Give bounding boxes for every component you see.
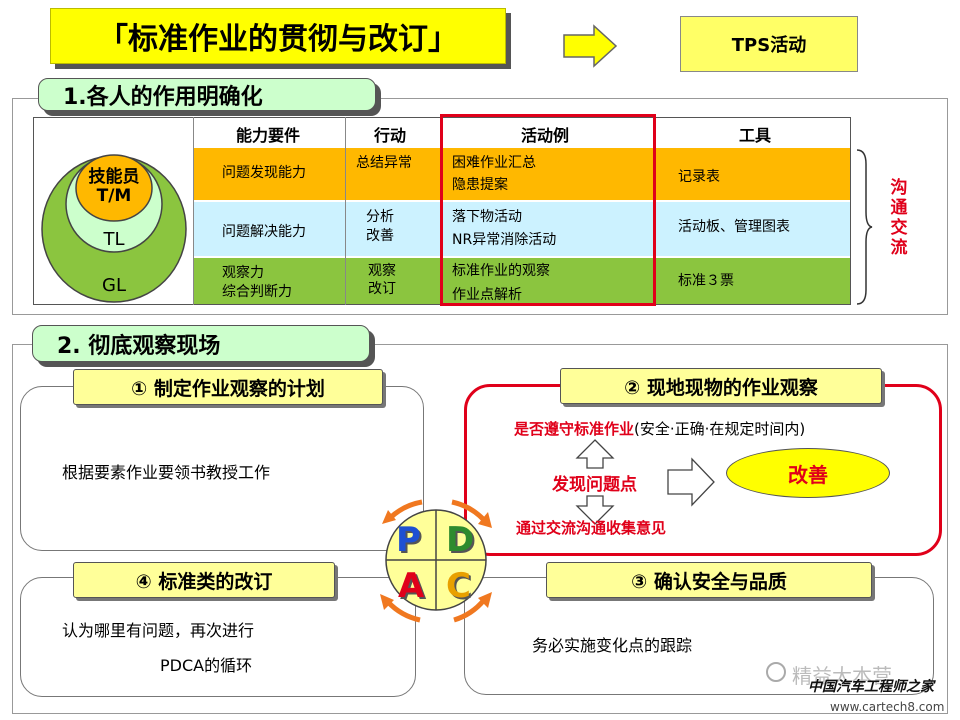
row2-action-2: 改善 bbox=[366, 228, 394, 244]
revise-body-2: PDCA的循环 bbox=[160, 656, 253, 675]
right-arrow-icon bbox=[667, 457, 715, 507]
section1-frame bbox=[12, 98, 948, 315]
tm-label-cn: 技能员 bbox=[88, 167, 140, 187]
collect-opinion-label: 通过交流沟通收集意见 bbox=[516, 519, 667, 537]
table-row bbox=[193, 202, 850, 256]
row1-action: 总结异常 bbox=[356, 155, 412, 171]
tm-label-en: T/M bbox=[96, 186, 132, 206]
communication-char: 交 bbox=[890, 218, 908, 238]
plan-body: 根据要素作业要领书教授工作 bbox=[62, 463, 271, 482]
table-row bbox=[193, 148, 850, 200]
col-header-tool: 工具 bbox=[738, 126, 771, 145]
communication-char: 沟 bbox=[890, 178, 908, 198]
gl-label: GL bbox=[102, 275, 126, 296]
row3-ability-1: 观察力 bbox=[222, 265, 264, 281]
pdca-p: P bbox=[396, 520, 421, 560]
observation-line1: 是否遵守标准作业(安全·正确·在规定时间内) bbox=[514, 418, 805, 439]
row2-tool: 活动板、管理图表 bbox=[678, 219, 790, 235]
section2-frame bbox=[12, 344, 948, 714]
watermark-site: 中国汽车工程师之家 bbox=[808, 679, 934, 695]
revise-body-1: 认为哪里有问题，再次进行 bbox=[62, 621, 255, 640]
compliance-criteria: (安全·正确·在规定时间内) bbox=[634, 420, 806, 438]
improve-ellipse: 改善 bbox=[726, 448, 890, 498]
communication-char: 流 bbox=[890, 238, 908, 258]
section2-header: 2. 彻底观察现场 bbox=[32, 325, 370, 362]
tps-activity-box: TPS活动 bbox=[680, 16, 858, 72]
wechat-icon bbox=[766, 662, 786, 682]
brace-icon bbox=[856, 149, 873, 305]
col-header-example: 活动例 bbox=[520, 126, 569, 145]
tm-label: 技能员 T/M bbox=[64, 168, 164, 206]
role-circles bbox=[40, 144, 188, 304]
pdca-c: C bbox=[446, 566, 471, 606]
row2-ability: 问题解决能力 bbox=[222, 224, 306, 240]
find-problem-label: 发现问题点 bbox=[552, 475, 637, 495]
confirm-body: 务必实施变化点的跟踪 bbox=[532, 636, 693, 655]
watermark-url: www.cartech8.com bbox=[830, 700, 945, 714]
confirm-title: ③ 确认安全与品质 bbox=[546, 562, 872, 598]
row1-example-1: 困难作业汇总 bbox=[452, 155, 536, 171]
watermark-brand: 精益大本营 bbox=[792, 664, 892, 688]
revise-title: ④ 标准类的改订 bbox=[73, 562, 335, 598]
row3-action-2: 改订 bbox=[368, 281, 396, 297]
pdca-a: A bbox=[398, 566, 425, 606]
up-down-arrows-icon bbox=[575, 439, 615, 525]
row1-example-2: 隐患提案 bbox=[452, 177, 508, 193]
row3-example-2: 作业点解析 bbox=[452, 287, 522, 303]
row3-action-1: 观察 bbox=[368, 263, 396, 279]
table-divider bbox=[345, 117, 346, 305]
pdca-d: D bbox=[446, 520, 475, 560]
row2-example-1: 落下物活动 bbox=[452, 209, 522, 225]
table-divider bbox=[193, 117, 194, 305]
row2-example-2: NR异常消除活动 bbox=[452, 232, 557, 248]
col-header-action: 行动 bbox=[373, 126, 406, 145]
right-arrow-icon bbox=[563, 24, 618, 68]
activity-example-highlight bbox=[440, 114, 656, 306]
communication-label: 沟 通 交 流 bbox=[888, 178, 910, 258]
pdca-cycle bbox=[380, 499, 492, 623]
section1-header: 1.各人的作用明确化 bbox=[38, 78, 376, 111]
row3-tool: 标准３票 bbox=[678, 273, 734, 289]
page-title: 「标准作业的贯彻与改订」 bbox=[50, 8, 506, 64]
row1-ability: 问题发现能力 bbox=[222, 165, 306, 181]
observation-title: ② 现地现物的作业观察 bbox=[560, 368, 882, 404]
tl-label: TL bbox=[103, 229, 125, 250]
row3-ability-2: 综合判断力 bbox=[222, 284, 292, 300]
row1-tool: 记录表 bbox=[678, 169, 720, 185]
table-row bbox=[193, 258, 850, 304]
col-header-ability: 能力要件 bbox=[235, 126, 300, 145]
compliance-question: 是否遵守标准作业 bbox=[514, 420, 635, 438]
row3-example-1: 标准作业的观察 bbox=[452, 263, 550, 279]
plan-title: ① 制定作业观察的计划 bbox=[73, 369, 383, 405]
row2-action-1: 分析 bbox=[366, 209, 394, 225]
communication-char: 通 bbox=[890, 198, 908, 218]
plan-box bbox=[20, 386, 424, 551]
